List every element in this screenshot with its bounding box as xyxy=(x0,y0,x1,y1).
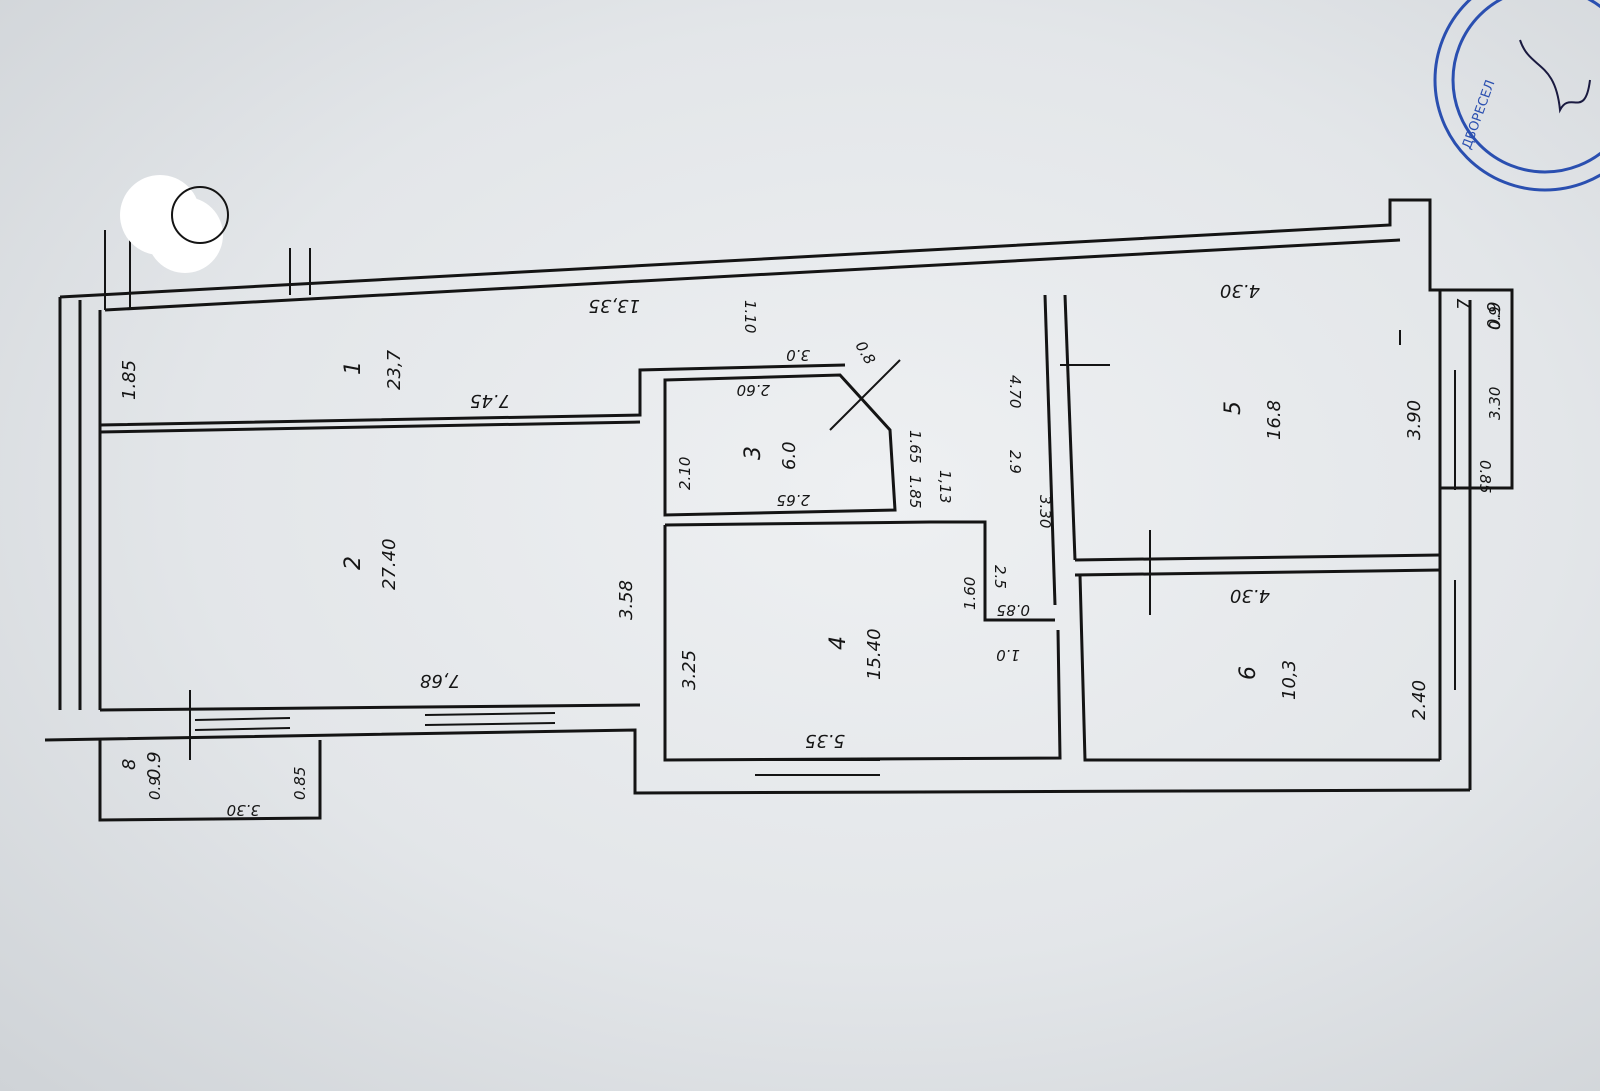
dim-r3-top: 2.60 xyxy=(737,381,770,399)
room-1-area: 23,7 xyxy=(384,349,405,390)
interior-walls xyxy=(99,294,1441,776)
room-4-number: 4 xyxy=(826,636,851,650)
room-2-number: 2 xyxy=(341,556,366,570)
dim-r4-length: 5.35 xyxy=(805,730,845,751)
dim-bath-c: 3.30 xyxy=(1036,495,1054,528)
room-3-area: 6.0 xyxy=(779,441,800,470)
dimension-labels: 13,35 1.85 7.45 7,68 3.58 2.60 2.10 2.65… xyxy=(119,280,1504,819)
dim-r2-width: 3.58 xyxy=(616,580,637,620)
dim-corridor-inner: 7.45 xyxy=(470,390,510,411)
dim-r3-diag: 0.8 xyxy=(852,338,880,368)
room-2-area: 27.40 xyxy=(379,538,400,590)
room-6-number: 6 xyxy=(1236,666,1261,680)
seal-stamp-icon: ДВОРЕСЕЛ xyxy=(1433,0,1600,192)
dim-balc8-length: 3.30 xyxy=(227,801,260,819)
redaction-blob-icon xyxy=(120,175,229,273)
dim-r4-side: 1.60 xyxy=(961,577,979,610)
dim-corridor-width: 1.85 xyxy=(119,360,140,400)
dim-r6-length: 4.30 xyxy=(1230,585,1270,606)
dim-r4-width: 3.25 xyxy=(679,650,700,690)
room-7-area: 0.9 xyxy=(1484,301,1505,330)
dim-r2-length: 7,68 xyxy=(420,670,460,691)
room-4-area: 15.40 xyxy=(864,628,885,680)
dim-balc7-width: 0.9 xyxy=(1486,306,1504,330)
dim-balc7-side: 0.85 xyxy=(1476,460,1494,493)
room-8-area: 0.9 xyxy=(144,751,165,780)
dim-r3-side: 1.65 xyxy=(906,430,924,463)
dim-balc8-side: 0.85 xyxy=(291,767,309,800)
dim-corr-part: 1.10 xyxy=(741,300,759,333)
room-5-number: 5 xyxy=(1221,401,1246,415)
room-1-number: 1 xyxy=(341,361,366,375)
room-8-number: 8 xyxy=(119,759,140,770)
dim-bath-a: 4.70 xyxy=(1006,375,1024,408)
svg-text:ДВОРЕСЕЛ: ДВОРЕСЕЛ xyxy=(1460,78,1499,151)
dim-bath-b: 2.9 xyxy=(1006,450,1024,474)
room-5-area: 16.8 xyxy=(1264,400,1285,440)
dim-bath-d: 2.5 xyxy=(991,565,1009,589)
dim-bath-e: 0.85 xyxy=(997,601,1030,619)
dim-r4-right: 1.0 xyxy=(996,646,1020,664)
dim-corridor-length: 13,35 xyxy=(588,295,640,316)
room-6-area: 10,3 xyxy=(1279,660,1300,700)
room-labels: 1 23,7 2 27.40 3 6.0 4 15.40 5 16.8 6 10… xyxy=(119,298,1505,780)
dim-r4-small: 1.85 xyxy=(906,475,924,508)
room-3-number: 3 xyxy=(741,446,766,460)
room-7-number: 7 xyxy=(1454,298,1475,310)
dim-r3-bottom: 2.65 xyxy=(777,491,810,509)
dim-r6-width: 2.40 xyxy=(1409,680,1430,720)
dim-r5-width: 3.90 xyxy=(1404,400,1425,440)
dim-r3-left: 2.10 xyxy=(676,457,694,490)
dim-r5-length: 4.30 xyxy=(1220,280,1260,301)
dim-balc8-width: 0.9 xyxy=(146,776,164,800)
dim-r3-notch: 3.0 xyxy=(786,346,810,364)
balcony-7 xyxy=(1439,370,1456,690)
balcony-8 xyxy=(98,712,556,822)
dim-r4-small2: 1,13 xyxy=(936,470,954,503)
dim-balc7-length: 3.30 xyxy=(1486,387,1504,420)
